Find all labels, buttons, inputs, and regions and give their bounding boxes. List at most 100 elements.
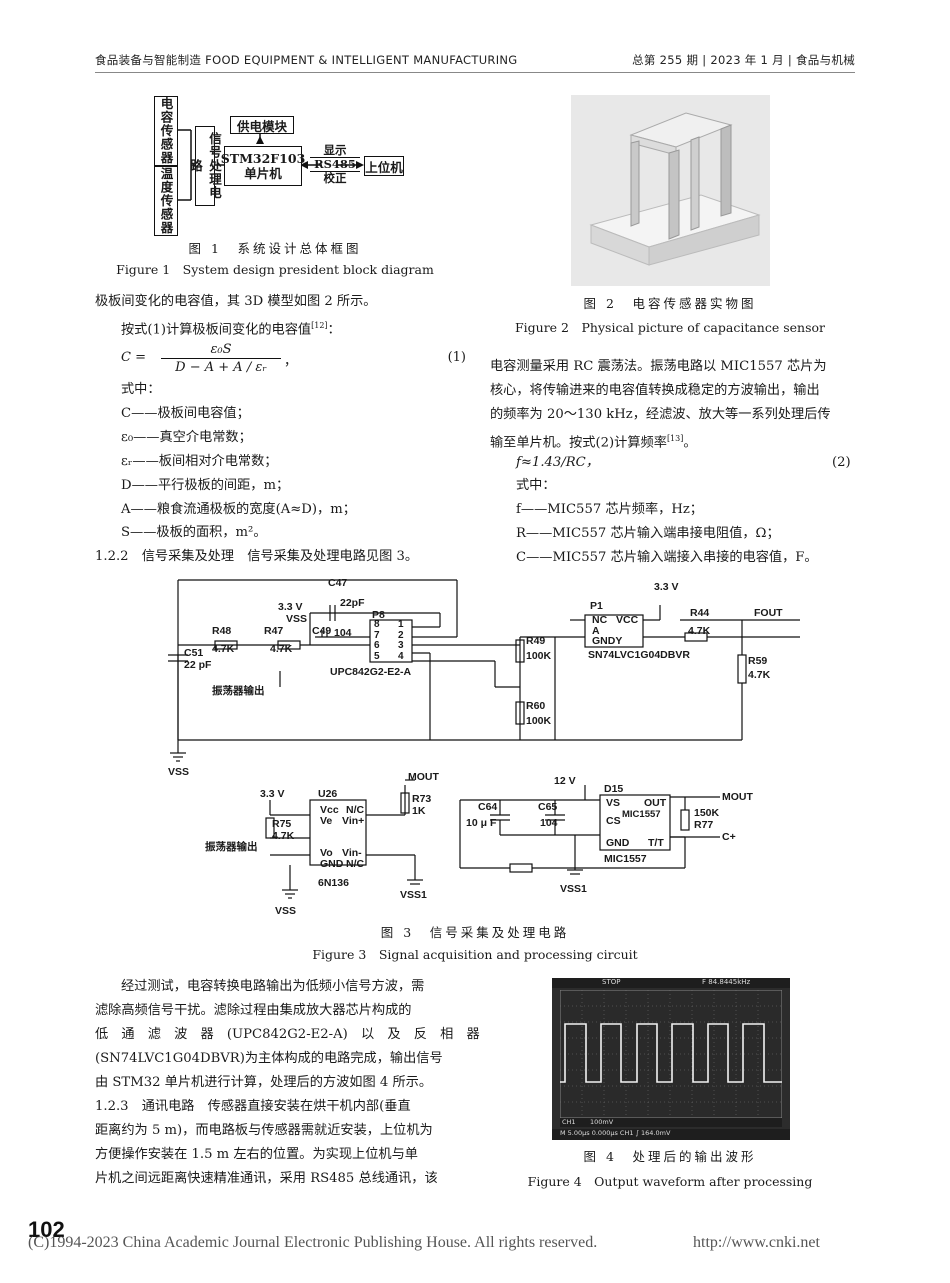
figure-4-caption-en: Figure 4 Output waveform after processin…: [527, 1174, 813, 1189]
label-3v3-a: 3.3 V: [278, 601, 303, 613]
scope-status: STOP: [602, 978, 621, 986]
label-r75: R75: [272, 818, 292, 830]
lower-para-line4: (SN74LVC1G04DBVR)为主体构成的电路完成，输出信号: [95, 1051, 443, 1066]
eq1-denominator: D − A + A / εᵣ: [161, 358, 281, 376]
label-r60-value: 100K: [526, 715, 552, 727]
label-6n136: 6N136: [318, 877, 349, 889]
label-vo: Vo: [320, 847, 333, 859]
pin-4: 4: [398, 650, 404, 662]
eq2-number: (2): [832, 455, 851, 470]
comm-para-line4: 片机之间远距离快速精准通讯，采用 RS485 总线通讯，该: [95, 1171, 438, 1186]
link-rs485: RS485: [310, 157, 360, 172]
label-osc-out-2: 振荡器输出: [205, 841, 258, 853]
label-c49: C49: [312, 625, 332, 637]
pin-2: 2: [398, 629, 404, 641]
paragraph-formula1-intro: 按式(1)计算极板间变化的电容值[12]：: [121, 314, 341, 342]
mcu-model: STM32F103: [220, 151, 306, 166]
label-sn74: SN74LVC1G04DBVR: [588, 649, 690, 661]
where-label-2: 式中：: [516, 478, 556, 493]
citation-13: [13]: [666, 434, 684, 443]
label-d15: D15: [604, 783, 624, 795]
label-r48: R48: [212, 625, 232, 637]
label-gndy: GNDY: [592, 635, 623, 647]
link-calibrate: 校正: [323, 171, 347, 185]
label-vss-main: VSS: [168, 766, 190, 778]
def-epsilon0: ε₀——真空介电常数；: [121, 430, 252, 445]
page-number: 102: [28, 1217, 65, 1242]
eq1-lhs: C =: [121, 350, 146, 365]
block-signal-processing: 信号处理电路: [188, 126, 222, 206]
label-r73: R73: [412, 793, 432, 805]
intro-end: ：: [327, 322, 341, 338]
figure-4-oscilloscope: STOP F 84.8445kHz CH1 100mV M 5.00μs 0.0…: [552, 978, 790, 1140]
eq1-numerator: ε₀S: [210, 342, 232, 357]
cnki-url[interactable]: http://www.cnki.net: [693, 1234, 820, 1251]
rc-paragraph-line2: 核心，将传输进来的电容值转换成稳定的方波输出，输出: [490, 383, 820, 398]
def-d: D——平行极板的间距，m；: [121, 478, 290, 493]
def-r: R——MIC557 芯片输入端串接电阻值，Ω；: [516, 526, 780, 541]
block-diagram-arrows: [176, 129, 364, 201]
label-vss-a: VSS: [286, 613, 308, 625]
label-nc: NC: [592, 614, 608, 626]
scope-channel-bar: CH1 100mV: [560, 1118, 782, 1127]
label-gnd2: GND: [320, 858, 344, 870]
label-c47: C47: [328, 577, 348, 589]
label-vcc: VCC: [616, 614, 639, 626]
figure-3-caption-cn: 图 3 信号采集及处理电路: [380, 925, 570, 940]
def-epsilonr: εᵣ——板间相对介电常数；: [121, 454, 278, 469]
figure-2-caption-en: Figure 2 Physical picture of capacitance…: [514, 320, 825, 335]
section-1-2-2: 1.2.2 信号采集及处理 信号采集及处理电路见图 3。: [95, 549, 419, 564]
label-vcc2: Vcc: [320, 804, 339, 816]
rc-paragraph-line1: 电容测量采用 RC 震荡法。振荡电路以 MIC1557 芯片为: [490, 359, 827, 374]
sensor-3d-model-illustration: [571, 95, 770, 286]
section-1-2-3: 1.2.3 通讯电路 传感器直接安装在烘干机内部(垂直: [95, 1099, 411, 1114]
citation-12: [12]: [311, 321, 328, 330]
eq1-fraction: ε₀S D − A + A / εᵣ: [161, 342, 281, 376]
def-f: f——MIC557 芯片频率，Hz；: [516, 502, 703, 517]
figure-2-sensor-photo: [571, 95, 770, 286]
label-r47-value: 4.7K: [270, 643, 293, 655]
label-c65-value: 104: [540, 817, 558, 829]
comm-para-line2: 距离约为 5 m)，而电路板与传感器需就近安装，上位机为: [95, 1123, 433, 1138]
journal-name-cn: 食品装备与智能制造: [95, 53, 202, 67]
def-s: S——极板的面积，m²。: [121, 525, 267, 540]
comm-para-line3: 方便操作安装在 1.5 m 左右的位置。为实现上位机与单: [95, 1147, 418, 1162]
label-r48-value: 4.7K: [212, 643, 235, 655]
label-r73-value: 1K: [412, 805, 426, 817]
running-header-left: 食品装备与智能制造 FOOD EQUIPMENT & INTELLIGENT M…: [95, 52, 518, 68]
label-p8: P8: [372, 609, 385, 621]
label-fout: FOUT: [754, 607, 783, 619]
label-u26: U26: [318, 788, 338, 800]
where-label-1: 式中：: [121, 382, 161, 397]
lower-para-line5: 由 STM32 单片机进行计算，处理后的方波如图 4 所示。: [95, 1075, 433, 1090]
pin-5: 5: [374, 650, 380, 662]
lower-para-line2: 滤除高频信号干扰。滤除过程由集成放大器芯片构成的: [95, 1003, 412, 1018]
scope-frequency: F 84.8445kHz: [702, 978, 751, 986]
lower-para-line1: 经过测试，电容转换电路输出为低频小信号方波，需: [121, 979, 425, 994]
label-cplus: C+: [722, 831, 736, 843]
block-mcu: STM32F103 单片机: [221, 146, 305, 186]
label-c64-value: 10 μ F: [466, 817, 497, 829]
label-upc842: UPC842G2-E2-A: [330, 666, 412, 678]
label-cs: CS: [606, 815, 621, 827]
figure-1-caption-en: Figure 1 System design president block d…: [116, 262, 434, 277]
label-vinp: Vin+: [342, 815, 365, 827]
paragraph-3d-model: 极板间变化的电容值，其 3D 模型如图 2 所示。: [95, 294, 377, 309]
label-a: A: [592, 625, 600, 637]
label-vs: VS: [606, 797, 621, 809]
label-r59: R59: [748, 655, 768, 667]
label-c47-value: 22pF: [340, 597, 365, 609]
def-c2: C——MIC557 芯片输入端接入串接的电容值，F。: [516, 550, 818, 565]
label-tt: T/T: [648, 837, 664, 849]
running-header-right: 总第 255 期 | 2023 年 1 月 | 食品与机械: [632, 53, 855, 67]
label-r60: R60: [526, 700, 546, 712]
pin-3: 3: [398, 640, 404, 651]
rc-line4-end: 。: [683, 435, 697, 451]
label-ve: Ve: [320, 815, 333, 827]
label-r77: R77: [694, 819, 714, 831]
label-out: OUT: [644, 797, 667, 809]
figure-4-caption-cn: 图 4 处理后的输出波形: [583, 1149, 757, 1164]
label-nc2: N/C: [346, 804, 365, 816]
label-nc3: N/C: [346, 858, 365, 870]
label-c65: C65: [538, 801, 558, 813]
